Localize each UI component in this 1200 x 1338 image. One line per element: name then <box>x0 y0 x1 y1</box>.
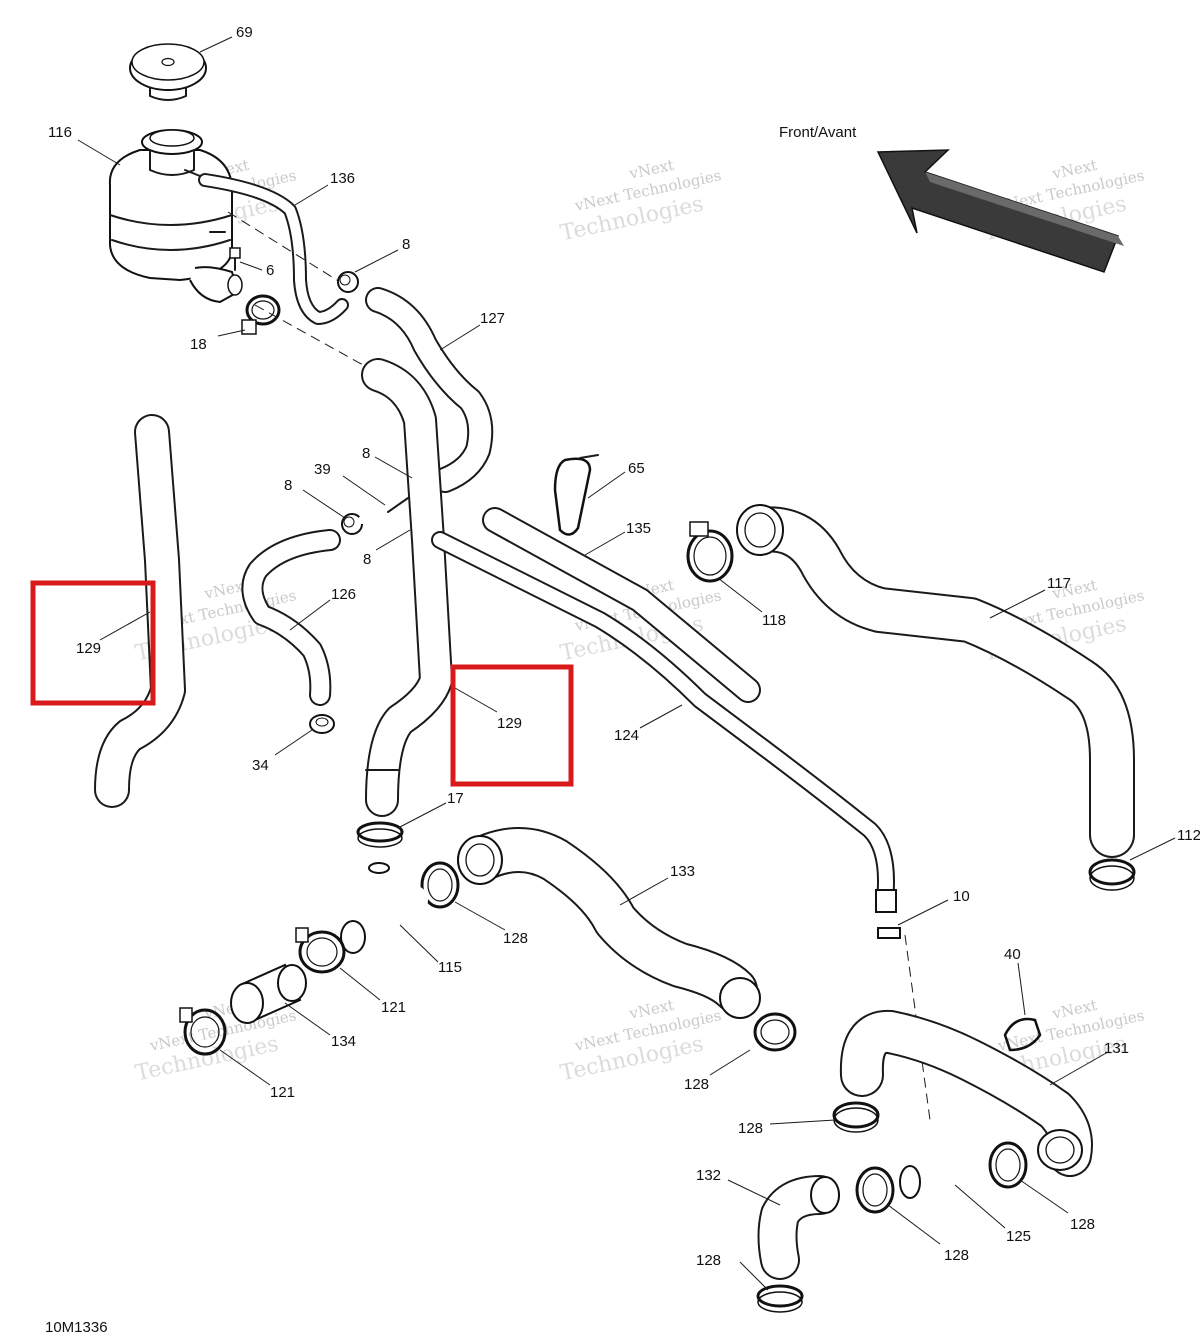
hose-127 <box>365 287 494 493</box>
callout-label: 116 <box>48 124 72 141</box>
callout-label: 129 <box>497 715 522 732</box>
hose-135 <box>482 507 761 703</box>
hose-clamp <box>988 1141 1028 1189</box>
hose-clamp <box>179 1007 227 1056</box>
callout-label: 6 <box>266 262 274 279</box>
callout-label: 112 <box>1177 827 1200 844</box>
hose-clamp <box>855 1166 895 1214</box>
callout-label: 8 <box>363 551 371 568</box>
leader-lines <box>77 36 1176 1291</box>
hose-133 <box>457 827 761 1019</box>
hose-136 <box>198 173 349 325</box>
callout-label: 10 <box>953 888 970 905</box>
callout-label: 129 <box>76 640 101 657</box>
callout-label: 8 <box>362 445 370 462</box>
callout-label: 128 <box>738 1120 763 1137</box>
highlight-box-129-center <box>450 664 574 787</box>
callout-label: 118 <box>762 612 786 629</box>
hose-126 <box>241 529 341 706</box>
tee-connector <box>337 862 428 954</box>
bolt <box>229 247 241 271</box>
callout-label: 39 <box>314 461 331 478</box>
callout-label: 128 <box>1070 1216 1095 1233</box>
bracket <box>1003 1017 1042 1052</box>
callout-label: 34 <box>252 757 269 774</box>
hose-124 <box>431 531 897 913</box>
tee-fitting <box>358 497 409 524</box>
callout-label: 128 <box>696 1252 721 1269</box>
hose-129-left <box>94 414 186 808</box>
hose-clamp <box>832 1101 880 1133</box>
hose-clamp <box>309 714 335 734</box>
elbow-hose-132 <box>757 1175 840 1280</box>
callout-label: 132 <box>696 1167 721 1184</box>
callout-label: 40 <box>1004 946 1021 963</box>
callout-label: 8 <box>284 477 292 494</box>
routing-line <box>254 304 373 371</box>
callout-label: 115 <box>438 959 462 976</box>
hose-clamp <box>1088 858 1136 891</box>
hose-clamp <box>686 521 734 583</box>
callout-labels: 69 116 136 8 6 18 127 8 39 8 8 65 135 11… <box>48 24 1200 1269</box>
callout-label: 128 <box>503 930 528 947</box>
callout-label: 121 <box>270 1084 295 1101</box>
hose-clamp <box>753 1012 797 1052</box>
callout-label: 17 <box>447 790 464 807</box>
highlight-box-129-left <box>30 580 156 706</box>
radiator-cap <box>129 43 207 101</box>
diagram-id: 10M1336 <box>45 1319 108 1336</box>
callout-label: 133 <box>670 863 695 880</box>
clamp <box>241 294 281 335</box>
callout-label: 65 <box>628 460 645 477</box>
tee-connector <box>899 1120 982 1199</box>
callout-label: 8 <box>402 236 410 253</box>
callout-label: 125 <box>1006 1228 1031 1245</box>
hose-clamp <box>356 821 404 848</box>
hose-clamp <box>337 271 359 293</box>
callout-label: 69 <box>236 24 253 41</box>
hose-clamp <box>341 513 363 535</box>
callout-label: 131 <box>1104 1040 1129 1057</box>
front-direction-arrow <box>876 149 1124 273</box>
callout-label: 134 <box>331 1033 356 1050</box>
callout-label: 121 <box>381 999 406 1016</box>
direction-label: Front/Avant <box>779 124 857 141</box>
hose-sleeve <box>230 963 307 1024</box>
hose-131 <box>839 1010 1093 1177</box>
hose-clamp <box>420 861 460 909</box>
hose-117 <box>736 504 1135 858</box>
callout-label: 136 <box>330 170 355 187</box>
connector <box>877 927 901 939</box>
routing-line <box>227 211 341 283</box>
bracket <box>553 454 599 536</box>
callout-label: 117 <box>1047 575 1071 592</box>
coolant-reservoir <box>108 129 243 304</box>
hose-clamp <box>295 927 346 974</box>
callout-label: 126 <box>331 586 356 603</box>
callout-label: 135 <box>626 520 651 537</box>
callout-label: 18 <box>190 336 207 353</box>
hose-129-center <box>361 358 453 817</box>
callout-label: 124 <box>614 727 639 744</box>
callout-label: 128 <box>684 1076 709 1093</box>
callout-label: 128 <box>944 1247 969 1264</box>
hose-clamp <box>756 1284 804 1313</box>
callout-label: 127 <box>480 310 505 327</box>
